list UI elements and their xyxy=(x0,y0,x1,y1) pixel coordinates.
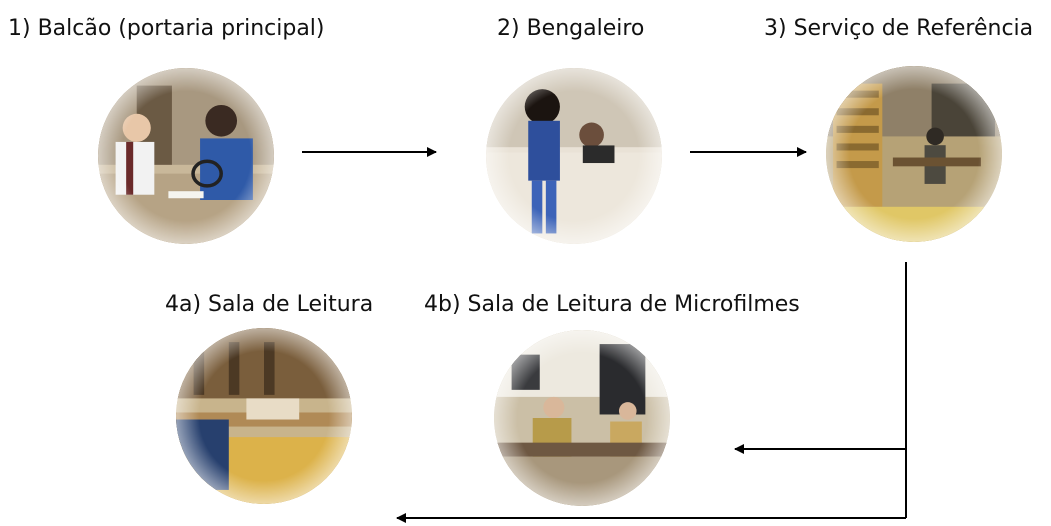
step3-label: 3) Serviço de Referência xyxy=(764,16,1034,41)
step4b-label: 4b) Sala de Leitura de Microfilmes xyxy=(424,292,800,317)
reference-service-photo xyxy=(826,66,1002,242)
step2-label: 2) Bengaleiro xyxy=(497,16,645,41)
step1-label: 1) Balcão (portaria principal) xyxy=(8,16,325,41)
step4a-label: 4a) Sala de Leitura xyxy=(165,292,374,317)
